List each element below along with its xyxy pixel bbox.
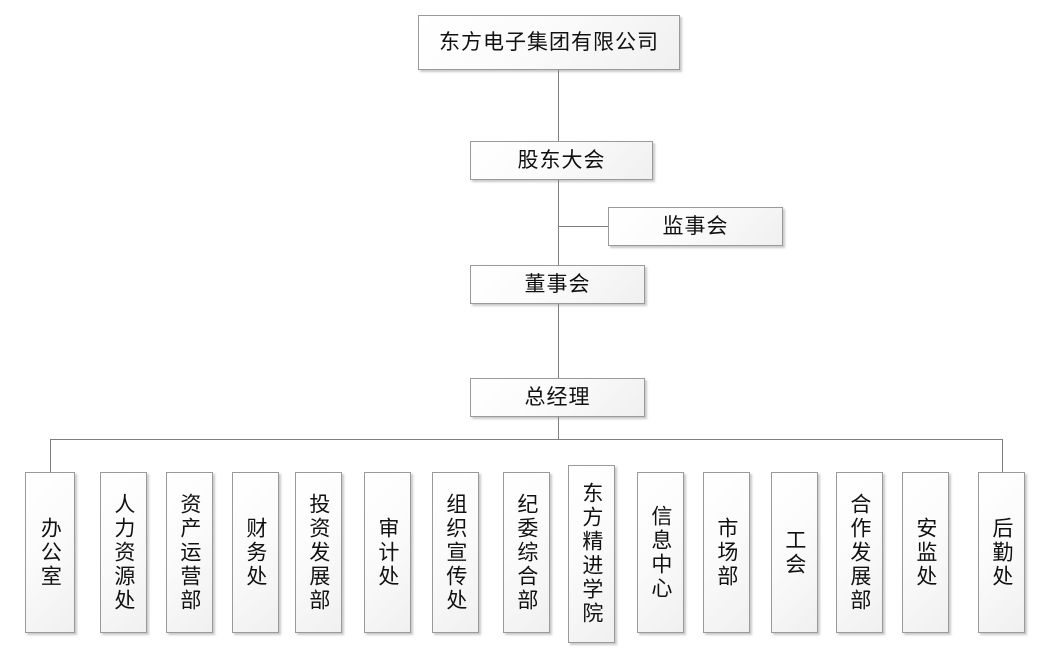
department-label: 财务处 [243, 516, 268, 589]
node-general-manager[interactable]: 总经理 [470, 378, 645, 417]
node-company[interactable]: 东方电子集团有限公司 [418, 15, 680, 70]
department-box[interactable]: 人力资源处 [100, 472, 147, 633]
connector-directors-to-general-manager [558, 304, 559, 378]
department-label: 市场部 [714, 516, 739, 589]
department-label: 合作发展部 [847, 492, 872, 613]
connector-shareholders-to-directors [558, 180, 559, 265]
department-box[interactable]: 财务处 [232, 472, 279, 633]
connector-general-manager-to-bus [558, 417, 559, 439]
department-label: 资产运营部 [177, 492, 202, 613]
department-label: 办公室 [38, 516, 63, 589]
node-shareholders-meeting[interactable]: 股东大会 [470, 141, 653, 180]
department-label: 东方精进学院 [579, 482, 604, 626]
node-company-label: 东方电子集团有限公司 [439, 30, 659, 55]
node-general-manager-label: 总经理 [524, 385, 591, 410]
department-label: 纪委综合部 [514, 492, 539, 613]
department-box[interactable]: 组织宣传处 [432, 472, 479, 633]
department-label: 工会 [782, 528, 807, 577]
node-board-of-supervisors-label: 监事会 [662, 214, 729, 239]
department-label: 审计处 [375, 516, 400, 589]
department-label: 安监处 [913, 516, 938, 589]
department-box[interactable]: 安监处 [902, 472, 949, 633]
connector-bus-to-last-department [1002, 439, 1003, 472]
node-board-of-directors[interactable]: 董事会 [470, 265, 645, 304]
node-board-of-directors-label: 董事会 [524, 272, 591, 297]
department-box[interactable]: 后勤处 [978, 472, 1025, 633]
department-box[interactable]: 审计处 [364, 472, 411, 633]
connector-supervisors-branch [558, 226, 608, 227]
connector-bus-to-first-department [50, 439, 51, 472]
department-label: 后勤处 [989, 516, 1014, 589]
department-box[interactable]: 办公室 [25, 472, 75, 633]
connector-company-to-shareholders [558, 70, 559, 141]
department-box[interactable]: 东方精进学院 [568, 465, 615, 643]
department-box[interactable]: 资产运营部 [166, 472, 213, 633]
department-label: 信息中心 [648, 504, 673, 601]
department-box[interactable]: 合作发展部 [836, 472, 883, 633]
department-box[interactable]: 市场部 [703, 472, 750, 633]
department-box[interactable]: 纪委综合部 [503, 472, 550, 633]
connector-department-bus [50, 439, 1003, 440]
department-box[interactable]: 投资发展部 [295, 472, 342, 633]
department-box[interactable]: 信息中心 [637, 472, 684, 633]
department-box[interactable]: 工会 [771, 472, 818, 633]
node-shareholders-meeting-label: 股东大会 [517, 148, 606, 173]
department-label: 组织宣传处 [443, 492, 468, 613]
node-board-of-supervisors[interactable]: 监事会 [608, 207, 783, 246]
department-label: 投资发展部 [306, 492, 331, 613]
department-label: 人力资源处 [111, 492, 136, 613]
